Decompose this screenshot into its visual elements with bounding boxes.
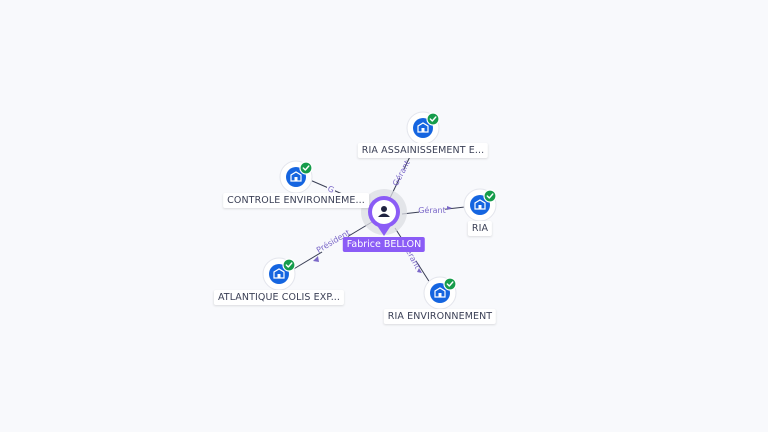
- edge-arrow-ria: [447, 206, 452, 210]
- company-label-ria-assainissement[interactable]: RIA ASSAINISSEMENT E...: [357, 143, 489, 158]
- person-node-pin: [376, 224, 392, 236]
- company-label-atlantique-colis[interactable]: ATLANTIQUE COLIS EXP...: [213, 290, 345, 305]
- company-node-controle-environnement[interactable]: [279, 160, 313, 194]
- company-label-ria[interactable]: RIA: [467, 221, 493, 236]
- edge-label-ria: Gérant: [418, 205, 446, 215]
- verified-check-icon: [299, 161, 313, 175]
- company-label-ria-environnement[interactable]: RIA ENVIRONNEMENT: [383, 309, 497, 324]
- building-icon: [290, 171, 302, 182]
- person-icon: [378, 206, 390, 217]
- company-node-atlantique-colis[interactable]: [262, 257, 296, 291]
- building-icon: [434, 287, 446, 298]
- building-icon: [417, 122, 429, 133]
- verified-check-icon: [443, 277, 457, 291]
- company-nodes: [262, 111, 497, 310]
- verified-check-icon: [282, 258, 296, 272]
- company-label-controle-environnement[interactable]: CONTROLE ENVIRONNEME...: [223, 193, 369, 208]
- building-icon: [474, 199, 486, 210]
- company-node-ria-environnement[interactable]: [423, 276, 457, 310]
- edge-arrow-ria-environnement: [417, 268, 422, 273]
- verified-check-icon: [483, 189, 497, 203]
- company-node-ria[interactable]: [463, 188, 497, 222]
- building-icon: [273, 268, 285, 279]
- person-label[interactable]: Fabrice BELLON: [342, 237, 426, 252]
- company-node-ria-assainissement[interactable]: [406, 111, 440, 145]
- edge-label-controle-environnement: G: [326, 184, 335, 195]
- verified-check-icon: [426, 112, 440, 126]
- person-node[interactable]: [361, 189, 407, 236]
- edge-arrow-atlantique-colis: [313, 256, 319, 262]
